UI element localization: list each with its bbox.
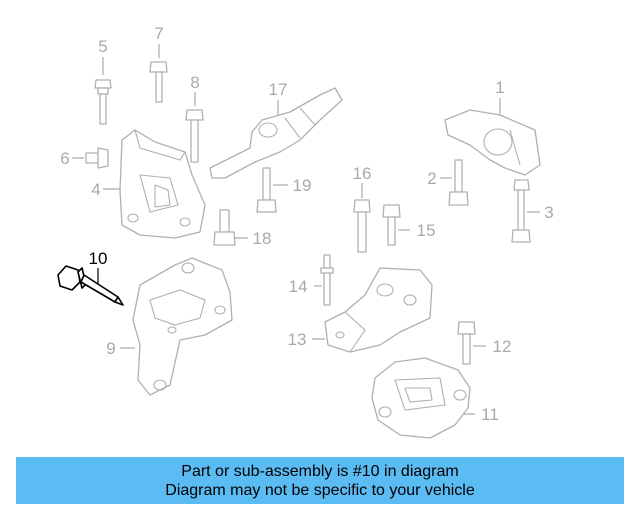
callout-18: 18 [253,229,272,248]
callout-13: 13 [288,330,307,349]
part-6-bolt[interactable] [72,147,109,169]
callout-4: 4 [91,180,100,199]
callout-17: 17 [269,80,288,99]
banner-line-2: Diagram may not be specific to your vehi… [165,481,475,499]
part-5-bolt[interactable] [94,57,112,125]
callout-3: 3 [544,203,553,222]
callout-11: 11 [481,405,499,424]
callout-1: 1 [495,78,504,97]
info-banner: Part or sub-assembly is #10 in diagram D… [16,457,624,504]
part-4-engine-mount[interactable] [103,129,206,239]
callout-10: 10 [89,249,108,268]
callout-16: 16 [353,164,372,183]
callout-5: 5 [98,37,107,56]
banner-line-1: Part or sub-assembly is #10 in diagram [181,462,459,480]
callout-19: 19 [293,176,312,195]
callout-14: 14 [289,277,308,296]
callout-2: 2 [427,169,436,188]
callout-9: 9 [106,339,115,358]
callout-12: 12 [493,337,512,356]
callout-15: 15 [417,221,436,240]
part-18-bolt[interactable] [213,209,248,246]
part-16-bolt[interactable] [353,183,371,253]
callout-8: 8 [190,73,199,92]
part-1-mount[interactable] [444,98,541,176]
callout-6: 6 [60,149,69,168]
part-2-bolt[interactable] [440,159,469,206]
part-7-bolt[interactable] [149,44,168,103]
part-17-torque-rod[interactable] [209,87,343,179]
part-11-transmission-mount[interactable] [371,357,475,439]
part-10-bolt[interactable] [57,265,124,306]
part-9-bracket[interactable] [120,257,233,396]
part-14-stud[interactable] [314,254,334,306]
part-19-bolt[interactable] [256,167,288,213]
part-12-bolt[interactable] [457,321,486,365]
part-13-bracket[interactable] [312,267,433,353]
part-8-bolt[interactable] [185,92,204,163]
callout-7: 7 [154,24,163,43]
part-15-bolt[interactable] [382,204,410,246]
part-3-bolt[interactable] [511,179,540,243]
